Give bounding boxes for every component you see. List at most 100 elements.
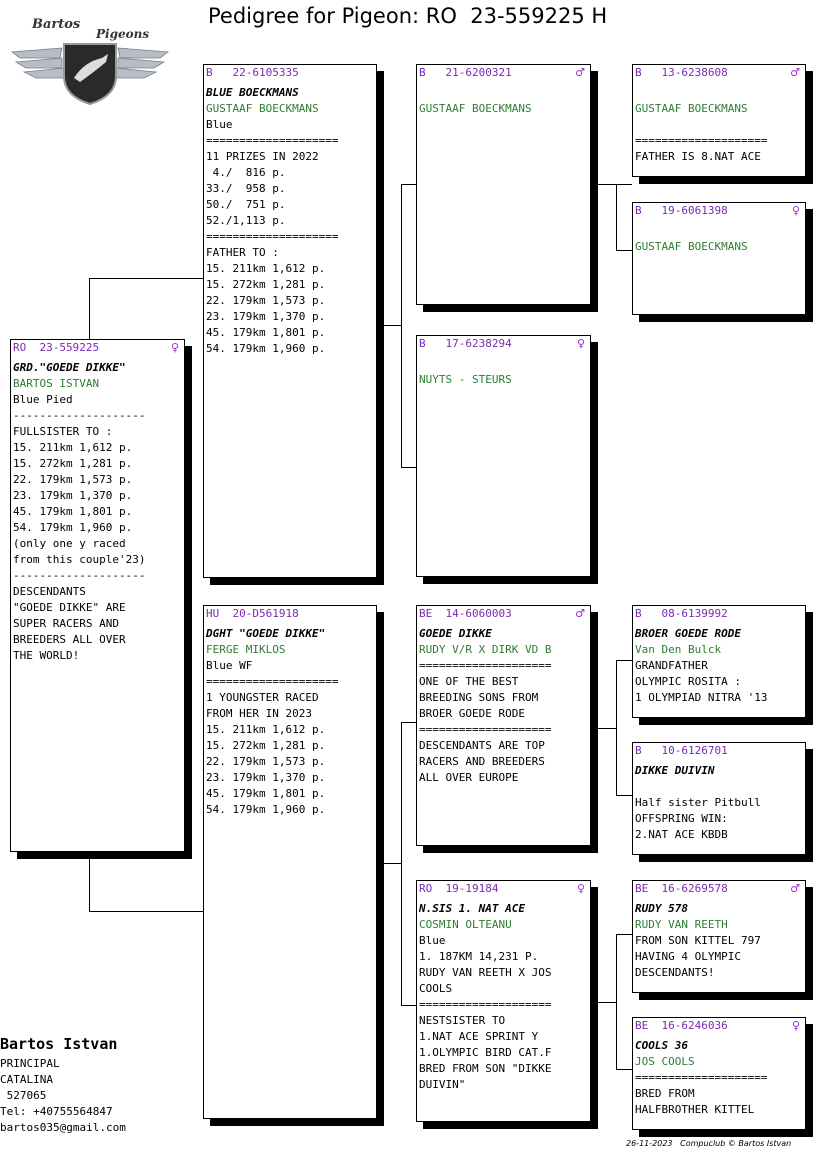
connector — [401, 722, 402, 1006]
connector — [401, 184, 417, 185]
note-line: THE WORLD! — [13, 649, 80, 662]
page-title: Pedigree for Pigeon: RO 23-559225 H — [208, 4, 608, 28]
sex-icon: ♂ — [575, 607, 585, 620]
pigeon-name — [419, 356, 590, 372]
note-line: 45. 179km 1,801 p. — [13, 505, 133, 518]
connector — [401, 184, 402, 468]
ring-number: RO 19-19184 ♀ — [419, 881, 590, 896]
ring-number-text: BE 16-6246036 — [635, 1019, 728, 1032]
note-line: DESCENDANTS! — [635, 966, 715, 979]
connector — [598, 728, 616, 729]
note-line: 1 YOUNGSTER RACED — [206, 691, 319, 704]
connector — [384, 325, 401, 326]
note-line: 22. 179km 1,573 p. — [206, 294, 326, 307]
breeder-name: BARTOS ISTVAN — [13, 377, 100, 390]
note-line: OFFSPRING WIN: — [635, 812, 728, 825]
owner-name: Bartos Istvan — [0, 1035, 118, 1053]
connector — [616, 660, 617, 796]
ring-number: BE 16-6269578♂ — [635, 881, 805, 896]
breeder-name — [635, 779, 805, 795]
note-line: from this couple'23) — [13, 553, 146, 566]
note-line: BRED FROM — [635, 1087, 695, 1100]
sex-icon: ♀ — [791, 1019, 800, 1032]
note-line: 52./1,113 p. — [206, 214, 286, 227]
ring-number-text: B 21-6200321 — [419, 66, 512, 79]
note-line: 15. 272km 1,281 p. — [206, 739, 326, 752]
pigeon-name — [635, 85, 805, 101]
note-line: 50./ 751 p. — [206, 198, 286, 211]
connector — [401, 467, 417, 468]
note-line: BREEDING SONS FROM — [419, 691, 539, 704]
pigeon-name: GRD."GOEDE DIKKE" — [13, 361, 126, 374]
connector — [89, 853, 90, 912]
pigeon-card-sire-dam[interactable]: B 17-6238294♀NUYTS - STEURS — [416, 335, 591, 577]
ring-number-text: RO 23-559225 — [13, 341, 100, 354]
note-line: 15. 211km 1,612 p. — [13, 441, 133, 454]
connector — [616, 934, 632, 935]
note-line: Blue Pied — [13, 393, 73, 406]
note-line: BREEDERS ALL OVER — [13, 633, 126, 646]
note-line: 22. 179km 1,573 p. — [13, 473, 133, 486]
pigeon-card-sire-sire-dam[interactable]: B 19-6061398♀GUSTAAF BOECKMANS — [632, 202, 806, 315]
note-line: 15. 211km 1,612 p. — [206, 262, 326, 275]
pigeon-card-sire-sire-sire[interactable]: B 13-6238608♂GUSTAAF BOECKMANS==========… — [632, 64, 806, 177]
note-line: ONE OF THE BEST — [419, 675, 519, 688]
note-line: ==================== — [206, 675, 339, 688]
note-line: ALL OVER EUROPE — [419, 771, 519, 784]
note-line: 1 OLYMPIAD NITRA '13 — [635, 691, 768, 704]
pigeon-name — [419, 85, 590, 101]
note-line: 45. 179km 1,801 p. — [206, 326, 326, 339]
connector — [384, 863, 401, 864]
breeder-name: Van Den Bulck — [635, 643, 722, 656]
ring-number-text: RO 19-19184 — [419, 882, 499, 895]
connector — [616, 1069, 632, 1070]
sex-icon: ♀ — [576, 337, 585, 350]
note-line: BROER GOEDE RODE — [419, 707, 525, 720]
ring-number-text: B 13-6238608 — [635, 66, 728, 79]
connector — [598, 1002, 616, 1003]
note-line: FATHER TO : — [206, 246, 279, 259]
breeder-name: RUDY VAN REETH — [635, 918, 728, 931]
pigeon-card-dam-dam[interactable]: RO 19-19184 ♀ N.SIS 1. NAT ACE COSMIN OLTEA… — [416, 880, 591, 1122]
pigeon-card-subject[interactable]: RO 23-559225♀ GRD."GOEDE DIKKE" BARTOS IST… — [10, 339, 185, 852]
breeder-name: GUSTAAF BOECKMANS — [206, 102, 319, 115]
ring-number-text: BE 14-6060003 — [419, 607, 512, 620]
sex-icon: ♀ — [791, 204, 800, 217]
note-line: BRED FROM SON "DIKKE — [419, 1062, 552, 1075]
note-line: 23. 179km 1,370 p. — [206, 771, 326, 784]
connector — [616, 184, 617, 251]
breeder-name: GUSTAAF BOECKMANS — [419, 102, 532, 115]
bartos-pigeons-logo: Bartos Pigeons — [10, 17, 170, 106]
ring-number-text: B 08-6139992 — [635, 607, 728, 620]
pigeon-name: BROER GOEDE RODE — [635, 627, 741, 640]
breeder-name: COSMIN OLTEANU — [419, 918, 512, 931]
pigeon-name: N.SIS 1. NAT ACE — [419, 902, 525, 915]
note-line: DESCENDANTS — [13, 585, 86, 598]
sex-icon: ♀ — [576, 882, 585, 895]
note-line: HALFBROTHER KITTEL — [635, 1103, 755, 1116]
logo-text-pigeons: Pigeons — [95, 27, 149, 41]
owner-email[interactable]: bartos035@gmail.com — [0, 1121, 126, 1134]
ring-number: B 22-6105335 — [206, 65, 376, 80]
note-line: 15. 211km 1,612 p. — [206, 723, 326, 736]
note-line: SUPER RACERS AND — [13, 617, 119, 630]
note-line: ==================== — [206, 230, 339, 243]
pigeon-name: BLUE BOECKMANS — [206, 86, 299, 99]
ring-number: RO 23-559225♀ — [13, 340, 184, 355]
pigeon-name: COOLS 36 — [635, 1039, 688, 1052]
pigeon-name: GOEDE DIKKE — [419, 627, 492, 640]
connector — [616, 250, 632, 251]
note-line: HAVING 4 OLYMPIC — [635, 950, 741, 963]
note-line: DESCENDANTS ARE TOP — [419, 739, 545, 752]
pigeon-name: DGHT "GOEDE DIKKE" — [206, 627, 326, 640]
breeder-name: JOS COOLS — [635, 1055, 695, 1068]
ring-number-text: B 19-6061398 — [635, 204, 728, 217]
pigeon-card-sire-sire[interactable]: B 21-6200321♂GUSTAAF BOECKMANS — [416, 64, 591, 305]
